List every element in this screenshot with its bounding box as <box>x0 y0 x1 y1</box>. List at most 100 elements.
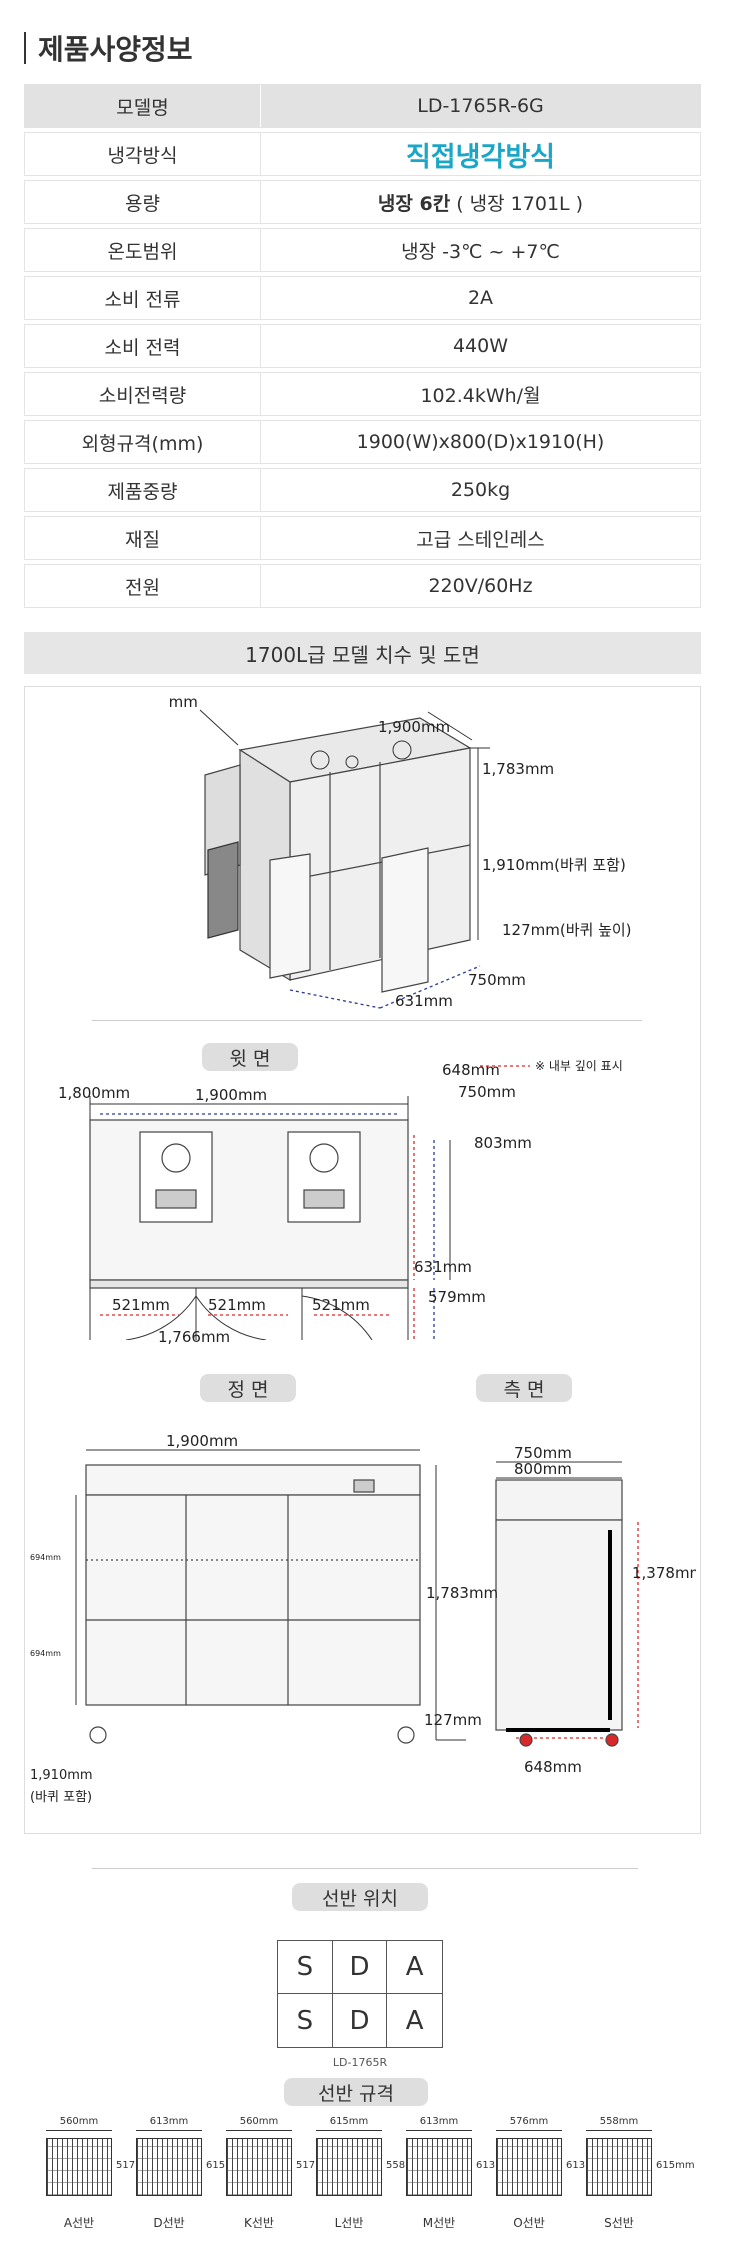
spec-row: 모델명 LD-1765R-6G <box>24 84 701 128</box>
shelf-item: 560mm 517mm K선반 <box>224 2116 335 2236</box>
shelf-width-line <box>46 2130 112 2131</box>
spec-table: 모델명 LD-1765R-6G 냉각방식 직접냉각방식 용량 냉장 6칸 ( 냉… <box>24 84 701 612</box>
side-648: 648mm <box>524 1758 582 1776</box>
capacity-detail: ( 냉장 1701L ) <box>450 192 584 215</box>
iso-total-height: 1,910mm(바퀴 포함) <box>482 856 626 874</box>
shelf-height: 615mm <box>656 2160 695 2171</box>
shelf-cell: S <box>278 1941 333 1994</box>
iso-750: 750mm <box>468 971 526 989</box>
page-title-wrap: 제품사양정보 <box>24 30 193 66</box>
spec-row: 재질 고급 스테인레스 <box>24 516 701 560</box>
spec-value: 직접냉각방식 <box>261 133 700 175</box>
top-view-label: 윗 면 <box>202 1043 298 1071</box>
shelf-item: 615mm 558mm L선반 <box>314 2116 425 2236</box>
iso-631: 631mm <box>395 992 453 1010</box>
isometric-drawing: 800mm 1,900mm 1,783mm 1,910mm(바퀴 포함) 127… <box>170 693 632 1010</box>
iso-depth: 800mm <box>170 693 198 711</box>
shelf-rack-icon <box>496 2138 562 2196</box>
spec-value: 440W <box>452 335 509 357</box>
spec-row: 소비전력량 102.4kWh/월 <box>24 372 701 416</box>
top-803: 803mm <box>474 1134 532 1152</box>
shelf-position-title: 선반 위치 <box>292 1883 428 1911</box>
front-total-height: 1,910mm <box>30 1768 93 1783</box>
shelf-item: 613mm 615mm D선반 <box>134 2116 245 2236</box>
spec-row: 냉각방식 직접냉각방식 <box>24 132 701 176</box>
shelf-position-model: LD-1765R <box>332 2056 388 2069</box>
shelf-height: 613mm <box>566 2160 605 2171</box>
front-1783: 1,783mm <box>426 1584 498 1602</box>
spec-label: 소비전력량 <box>25 373 261 415</box>
front-view-label: 정 면 <box>200 1374 296 1402</box>
spec-value: 220V/60Hz <box>428 575 533 597</box>
shelf-width-line <box>496 2130 562 2131</box>
shelf-height: 517mm <box>116 2160 155 2171</box>
side-750: 750mm <box>514 1444 572 1462</box>
side-1378: 1,378mm <box>632 1564 696 1582</box>
spec-value: 1900(W)x800(D)x1910(H) <box>356 431 605 453</box>
page-title: 제품사양정보 <box>38 33 193 66</box>
shelf-rack-icon <box>406 2138 472 2196</box>
side-800: 800mm <box>514 1460 572 1478</box>
spec-row: 온도범위 냉장 -3℃ ~ +7℃ <box>24 228 701 272</box>
shelf-item: 576mm 613mm O선반 <box>494 2116 605 2236</box>
iso-wheel-height: 127mm(바퀴 높이) <box>502 921 632 939</box>
spec-value: 고급 스테인레스 <box>416 528 545 551</box>
top-579: 579mm <box>428 1288 486 1306</box>
spec-label: 재질 <box>25 517 261 559</box>
shelf-width: 613mm <box>419 2116 459 2127</box>
shelf-item: 558mm 615mm S선반 <box>584 2116 695 2236</box>
shelf-width: 560mm <box>239 2116 279 2127</box>
capacity-bold: 냉장 6칸 <box>377 192 451 215</box>
spec-label: 용량 <box>25 181 261 223</box>
spec-label: 전원 <box>25 565 261 607</box>
spec-value: 250kg <box>450 479 511 501</box>
spec-row: 외형규격(mm) 1900(W)x800(D)x1910(H) <box>24 420 701 464</box>
shelf-name: A선반 <box>63 2216 95 2230</box>
top-1766: 1,766mm <box>158 1328 231 1346</box>
shelf-spec-list: 560mm 517mm A선반 613mm 615mm D선반 560mm 51… <box>44 2116 714 2236</box>
top-1800: 1,800mm <box>58 1084 130 1102</box>
shelf-rack-icon <box>586 2138 652 2196</box>
spec-label: 소비 전류 <box>25 277 261 319</box>
shelf-name: K선반 <box>244 2216 274 2230</box>
shelf-width-line <box>406 2130 472 2131</box>
shelf-name: M선반 <box>422 2216 456 2230</box>
front-1900: 1,900mm <box>166 1432 238 1450</box>
shelf-width: 560mm <box>59 2116 99 2127</box>
spec-label: 소비 전력 <box>25 325 261 367</box>
shelf-width-line <box>136 2130 202 2131</box>
top-1900: 1,900mm <box>195 1086 267 1104</box>
shelf-width: 558mm <box>599 2116 639 2127</box>
cooling-method-highlight: 직접냉각방식 <box>405 141 556 173</box>
shelf-item: 560mm 517mm A선반 <box>44 2116 155 2236</box>
shelf-height: 558mm <box>386 2160 425 2171</box>
shelf-cell: A <box>387 1941 442 1994</box>
spec-label: 모델명 <box>25 85 261 127</box>
shelf-width: 576mm <box>509 2116 549 2127</box>
shelf-rack-icon <box>226 2138 292 2196</box>
top-521b: 521mm <box>208 1296 266 1314</box>
top-648: 648mm <box>442 1061 500 1079</box>
iso-inner-height: 1,783mm <box>482 760 554 778</box>
top-note: ※ 내부 깊이 표시 <box>535 1059 623 1073</box>
shelf-width-line <box>586 2130 652 2131</box>
top-750: 750mm <box>458 1083 516 1101</box>
front-694b: 694mm <box>30 1649 61 1658</box>
shelf-name: L선반 <box>334 2216 364 2230</box>
shelf-width: 613mm <box>149 2116 189 2127</box>
shelf-item: 613mm 613mm M선반 <box>404 2116 515 2236</box>
shelf-name: O선반 <box>513 2216 545 2230</box>
spec-row: 소비 전류 2A <box>24 276 701 320</box>
spec-label: 외형규격(mm) <box>25 421 261 463</box>
shelf-cell: D <box>333 1994 388 2047</box>
shelf-cell: S <box>278 1994 333 2047</box>
shelf-spec-title: 선반 규격 <box>284 2078 428 2106</box>
spec-row: 소비 전력 440W <box>24 324 701 368</box>
front-694a: 694mm <box>30 1553 61 1562</box>
shelf-height: 517mm <box>296 2160 335 2171</box>
top-divider <box>92 1020 642 1021</box>
spec-value: 102.4kWh/월 <box>420 384 541 407</box>
shelf-rack-icon <box>136 2138 202 2196</box>
drawing-section-title: 1700L급 모델 치수 및 도면 <box>24 632 701 674</box>
front-127: 127mm <box>424 1711 482 1729</box>
